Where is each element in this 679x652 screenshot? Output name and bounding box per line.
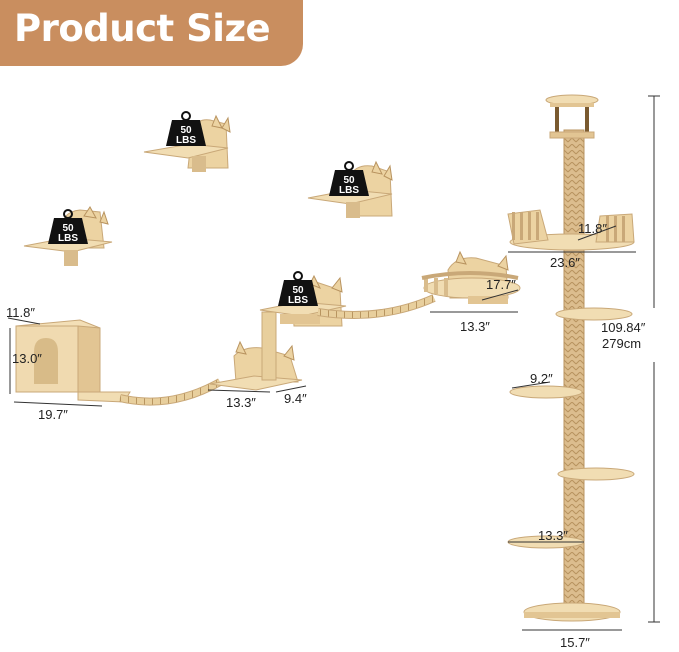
dim-tree-height-cm: 279cm <box>602 336 642 351</box>
cat-ear-icon <box>211 114 223 129</box>
weight-label: 50 LBS <box>171 126 201 146</box>
platform <box>557 467 635 481</box>
weight-unit: LBS <box>176 135 196 146</box>
weight-value: 50 <box>180 125 192 136</box>
weight-icon <box>166 111 206 146</box>
dim-condo-depth: 11.8″ <box>6 305 35 320</box>
dimension-lines <box>7 95 660 631</box>
cat-ear-icon <box>383 164 393 181</box>
platform <box>509 385 583 399</box>
cat-ear-icon <box>99 210 109 225</box>
cat-ear-icon <box>83 206 97 219</box>
dim-step-depth: 9.4″ <box>284 391 307 406</box>
dim-tree-top-width: 23.6″ <box>550 255 580 270</box>
dim-tree-height-in: 109.84″ <box>601 320 646 335</box>
cat-ear-icon <box>371 160 383 175</box>
dim-tree-platform-large: 13.3″ <box>538 528 568 543</box>
dim-step-width: 13.3″ <box>226 395 256 410</box>
dim-hammock-depth: 13.3″ <box>460 319 490 334</box>
cat-ear-icon <box>235 340 247 355</box>
weight-value: 50 <box>62 223 74 234</box>
weight-icon <box>329 161 369 196</box>
weight-label: 50 LBS <box>283 286 313 306</box>
weight-label: 50 LBS <box>53 224 83 244</box>
cat-ear-icon <box>221 116 231 133</box>
weight-unit: LBS <box>339 185 359 196</box>
weight-value: 50 <box>343 175 355 186</box>
title-banner: Product Size <box>0 0 303 66</box>
weight-unit: LBS <box>288 295 308 306</box>
banner-title: Product Size <box>14 7 271 50</box>
step-with-post <box>209 274 347 391</box>
cat-ear-icon <box>283 344 295 361</box>
dim-hammock-width: 17.7″ <box>486 277 516 292</box>
dim-condo-width: 19.7″ <box>38 407 68 422</box>
weight-value: 50 <box>292 285 304 296</box>
cat-ear-icon <box>497 254 509 271</box>
weight-unit: LBS <box>58 233 78 244</box>
cat-condo <box>15 319 131 403</box>
platform <box>555 307 633 321</box>
hammock-basket <box>421 250 521 304</box>
dim-tree-top-depth: 11.8″ <box>578 221 607 236</box>
cat-ear-icon <box>331 276 343 293</box>
dim-tree-base: 15.7″ <box>560 635 590 650</box>
weight-icon <box>48 209 88 244</box>
cat-ear-icon <box>455 250 467 265</box>
condo-door <box>34 338 58 384</box>
weight-label: 50 LBS <box>334 176 364 196</box>
dim-condo-height: 13.0″ <box>12 351 42 366</box>
dim-tree-platform-small: 9.2″ <box>530 371 553 386</box>
weight-icon <box>278 271 318 306</box>
